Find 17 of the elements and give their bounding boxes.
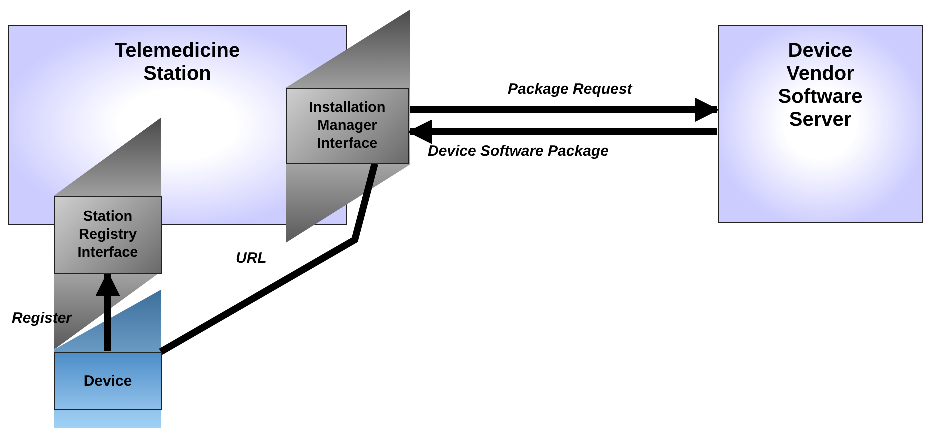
connector-line — [159, 163, 378, 356]
node-title: Installation Manager Interface — [308, 99, 387, 153]
arrow — [96, 272, 120, 351]
interface-box — [286, 88, 409, 164]
interface-box — [54, 196, 162, 274]
device-box — [54, 352, 162, 410]
system-box — [718, 25, 923, 223]
node-title: Telemedicine Station — [114, 40, 242, 86]
edge-label: Package Request — [508, 81, 632, 98]
node-title: Station Registry Interface — [76, 208, 140, 262]
edge-label: Register — [12, 310, 72, 327]
node-title: Device Vendor Software Server — [777, 40, 864, 132]
edge-label: Device Software Package — [428, 143, 609, 160]
edge-label: URL — [236, 250, 267, 267]
node-title: Device — [84, 372, 132, 390]
arrow — [410, 98, 720, 122]
arrow — [408, 120, 717, 144]
